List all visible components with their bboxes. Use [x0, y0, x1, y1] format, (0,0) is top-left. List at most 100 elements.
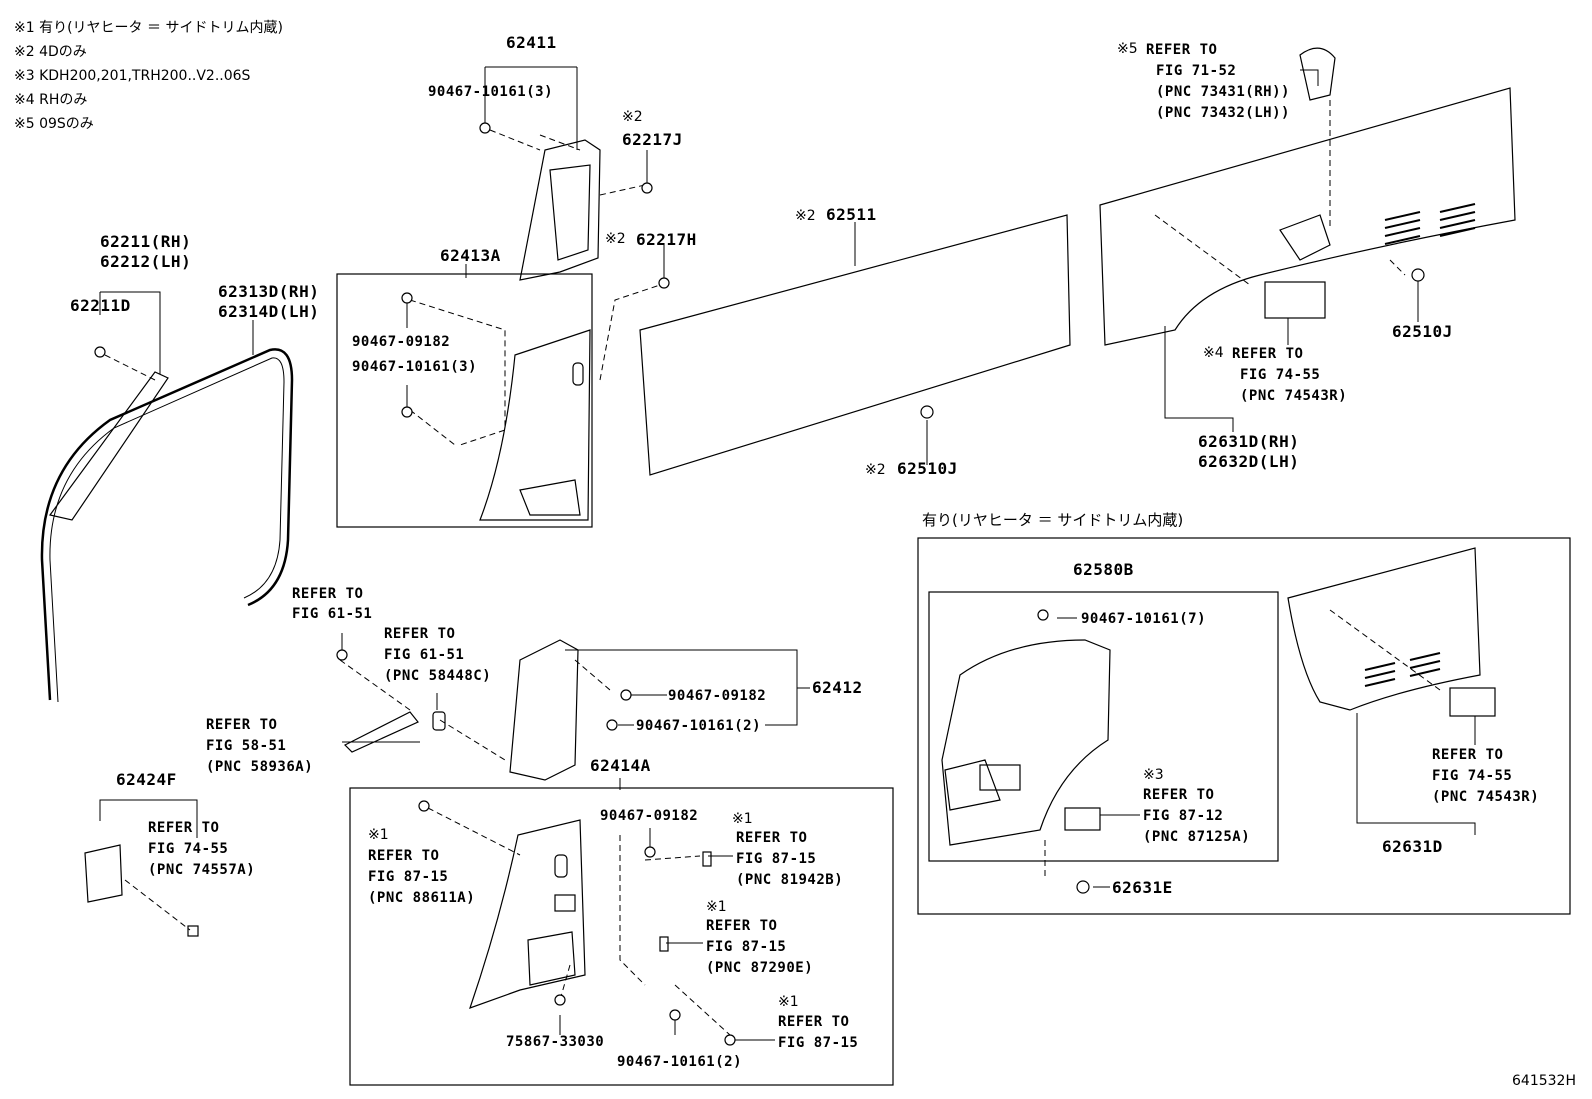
label-90467-10161-3: 90467-10161(3): [428, 84, 554, 100]
ref-text: FIG 71-52: [1156, 63, 1237, 79]
label-62632D-LH: 62632D(LH): [1198, 452, 1300, 471]
label-62217J: 62217J: [622, 130, 683, 149]
ref-text: REFER TO: [206, 717, 278, 733]
ref-text: REFER TO: [148, 820, 220, 836]
label-62631D: 62631D: [1382, 837, 1443, 856]
label-62314D: 62314D(LH): [218, 302, 320, 321]
part-62631D-box-panel: [1287, 547, 1481, 711]
ref-text: (PNC 81942B): [736, 872, 844, 888]
label-62510J: 62510J: [1392, 322, 1453, 341]
vent-grille: [1384, 203, 1476, 245]
ref-text: FIG 58-51: [206, 738, 287, 754]
ref-text: REFER TO: [1232, 346, 1304, 362]
ref-text: FIG 87-15: [778, 1035, 859, 1051]
label-62211RH: 62211(RH): [100, 232, 192, 251]
label-90467-09182: 90467-09182: [352, 334, 451, 350]
label-62631D-RH: 62631D(RH): [1198, 432, 1300, 451]
label-90467-10161-2: 90467-10161(2): [636, 718, 762, 734]
note-5: ※5 09Sのみ: [14, 116, 94, 132]
part-58936-strap: [343, 711, 419, 753]
marker-note-2: ※2: [795, 208, 816, 224]
label-62411: 62411: [506, 33, 557, 52]
label-90467-10161-3: 90467-10161(3): [352, 359, 478, 375]
clip: [606, 719, 618, 731]
marker-note-2: ※2: [605, 231, 626, 247]
clip: [641, 182, 653, 194]
label-62313D: 62313D(RH): [218, 282, 320, 301]
part-62313D-weatherstrip: [40, 348, 294, 701]
box-rear-heater: [917, 537, 1571, 915]
label-90467-10161-7: 90467-10161(7): [1081, 611, 1207, 627]
ref-text: FIG 87-12: [1143, 808, 1224, 824]
ref-text: (PNC 73432(LH)): [1156, 105, 1290, 121]
ref-text: (PNC 58448C): [384, 668, 492, 684]
clip: [94, 346, 106, 358]
clip: [401, 406, 413, 418]
marker-note-1: ※1: [732, 811, 753, 827]
clip: [644, 846, 656, 858]
leader-lines: [99, 66, 1476, 1041]
label-90467-10161-2: 90467-10161(2): [617, 1054, 743, 1070]
ref-text: REFER TO: [736, 830, 808, 846]
ref-text: FIG 74-55: [1432, 768, 1513, 784]
marker-note-5: ※5: [1117, 41, 1138, 57]
label-75867-33030: 75867-33030: [506, 1034, 605, 1050]
marker-note-2: ※2: [865, 462, 886, 478]
clip: [1411, 268, 1425, 282]
marker-note-1: ※1: [706, 899, 727, 915]
figure-id: 641532H: [1512, 1073, 1576, 1089]
marker-note-1: ※1: [778, 994, 799, 1010]
label-62580B: 62580B: [1073, 560, 1134, 579]
label-62211D: 62211D: [70, 296, 131, 315]
ref-text: REFER TO: [1432, 747, 1504, 763]
ref-text: FIG 61-51: [384, 647, 465, 663]
box-62580B: [928, 591, 1279, 862]
ref-text: FIG 61-51: [292, 606, 373, 622]
ref-text: (PNC 74543R): [1240, 388, 1348, 404]
note-2: ※2 4Dのみ: [14, 44, 87, 60]
label-62424F: 62424F: [116, 770, 177, 789]
clip: [554, 994, 566, 1006]
clip: [401, 292, 413, 304]
label-62631E: 62631E: [1112, 878, 1173, 897]
clip: [669, 1009, 681, 1021]
clip: [418, 800, 430, 812]
part-62511-panel: [639, 214, 1071, 476]
ref-text: (PNC 87125A): [1143, 829, 1251, 845]
marker-note-3: ※3: [1143, 767, 1164, 783]
ref-text: REFER TO: [384, 626, 456, 642]
ref-text: REFER TO: [1146, 42, 1218, 58]
label-62212LH: 62212(LH): [100, 252, 192, 271]
ref-text: (PNC 74557A): [148, 862, 256, 878]
ref-text: (PNC 88611A): [368, 890, 476, 906]
label-62511: 62511: [826, 205, 877, 224]
ref-text: (PNC 74543R): [1432, 789, 1540, 805]
ref-text: REFER TO: [368, 848, 440, 864]
part-drawings: [40, 47, 1516, 1009]
part-62413A-trim: [479, 329, 591, 521]
box-62414A: [349, 787, 894, 1086]
note-3: ※3 KDH200,201,TRH200..V2..06S: [14, 68, 251, 84]
ref-text: REFER TO: [706, 918, 778, 934]
ref-text: (PNC 58936A): [206, 759, 314, 775]
ref-text: REFER TO: [778, 1014, 850, 1030]
part-cap-73431: [1299, 47, 1336, 101]
label-62413A: 62413A: [440, 246, 501, 265]
clip: [658, 277, 670, 289]
marker-note-2: ※2: [622, 109, 643, 125]
clip: [336, 649, 348, 661]
part-62211-pillar: [48, 371, 169, 521]
part-62411-trim: [519, 139, 601, 281]
ref-text: FIG 87-15: [736, 851, 817, 867]
part-62414A-trim: [469, 819, 586, 1009]
label-62510J: 62510J: [897, 459, 958, 478]
ref-text: (PNC 87290E): [706, 960, 814, 976]
part-62424F-bracket: [84, 844, 123, 903]
ref-text: FIG 87-15: [368, 869, 449, 885]
label-62414A: 62414A: [590, 756, 651, 775]
note-1: ※1 有り(リヤヒータ ＝ サイドトリム内蔵): [14, 20, 283, 36]
ref-text: REFER TO: [292, 586, 364, 602]
marker-note-1: ※1: [368, 827, 389, 843]
ref-text: REFER TO: [1143, 787, 1215, 803]
